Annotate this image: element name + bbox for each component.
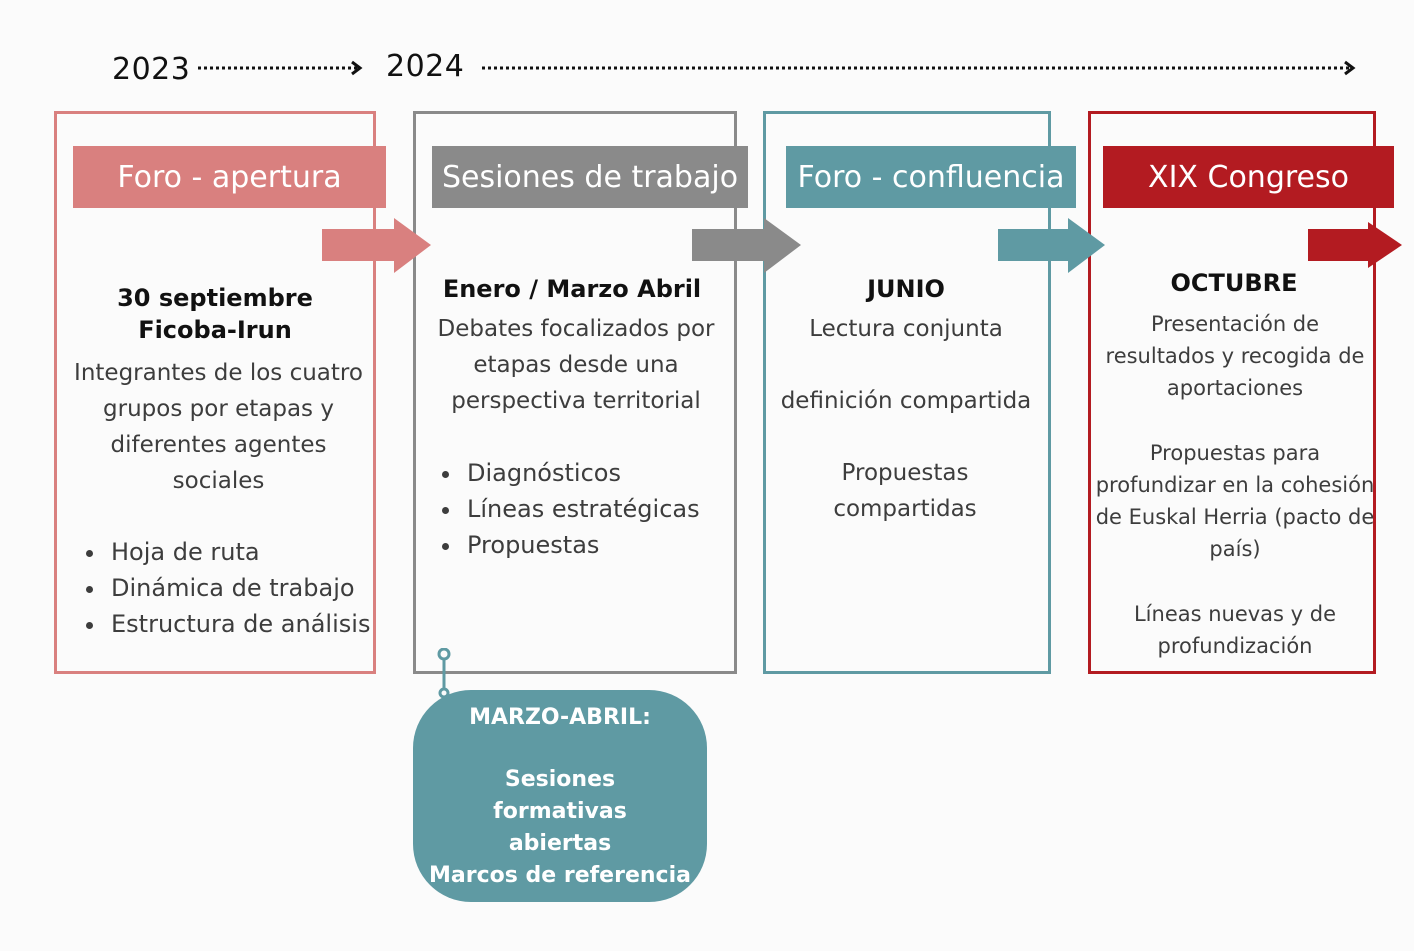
- stage-1-bullets: Hoja de ruta Dinámica de trabajo Estruct…: [77, 534, 407, 642]
- note-line-1: Sesiones formativas abiertas: [493, 767, 627, 856]
- stage-4-line-2: Propuestas para profundizar en la cohesi…: [1095, 441, 1375, 561]
- stage-4-line-1: Presentación de resultados y recogida de…: [1105, 312, 1365, 400]
- list-item: Propuestas: [463, 527, 763, 563]
- stage-box-congreso: [1088, 111, 1376, 674]
- arrow-right-red: [1308, 222, 1402, 268]
- note-title: MARZO-ABRIL:: [469, 705, 651, 730]
- note-connector: [437, 648, 451, 698]
- timeline-year-2024: 2024: [386, 49, 465, 84]
- timeline-year-2023: 2023: [112, 52, 191, 87]
- list-item: Estructura de análisis: [107, 606, 407, 642]
- note-line-2: Marcos de referencia: [429, 863, 691, 888]
- stage-1-date-line-2: Ficoba-Irun: [138, 316, 292, 344]
- stage-3-date: JUNIO: [867, 275, 945, 303]
- stage-2-date: Enero / Marzo Abril: [442, 275, 702, 303]
- list-item: Hoja de ruta: [107, 534, 407, 570]
- timeline-arrows: [198, 60, 1356, 76]
- list-item: Diagnósticos: [463, 455, 763, 491]
- stage-header-congreso: XIX Congreso: [1103, 146, 1394, 208]
- stage-1-description: Integrantes de los cuatro grupos por eta…: [74, 360, 363, 494]
- arrow-right-teal: [998, 218, 1105, 273]
- list-item: Líneas estratégicas: [463, 491, 763, 527]
- stage-3-line-3: Propuestas compartidas: [833, 460, 977, 522]
- stage-1-date: 30 septiembre Ficoba-Irun: [60, 282, 370, 346]
- stage-header-sesiones: Sesiones de trabajo: [432, 146, 748, 208]
- stage-arrows: [322, 218, 1402, 273]
- arrow-right-pink: [322, 218, 431, 273]
- stage-header-foro-apertura: Foro - apertura: [73, 146, 386, 208]
- stage-box-foro-confluencia: [763, 111, 1051, 674]
- timeline-arrow-2023-2024: [198, 60, 363, 76]
- list-item: Dinámica de trabajo: [107, 570, 407, 606]
- timeline-arrow-2024-on: [482, 60, 1356, 76]
- stage-2-description: Debates focalizados por etapas desde una…: [437, 316, 715, 414]
- stage-4-date: OCTUBRE: [1170, 269, 1298, 297]
- stage-3-line-1: Lectura conjunta: [809, 316, 1003, 342]
- stage-box-sesiones: [413, 111, 737, 674]
- stage-3-line-2: definición compartida: [780, 388, 1032, 414]
- stage-4-line-3: Líneas nuevas y de profundización: [1133, 602, 1337, 658]
- stage-box-foro-apertura: [54, 111, 376, 674]
- stage-2-bullets: Diagnósticos Líneas estratégicas Propues…: [433, 455, 763, 563]
- marzo-abril-note: MARZO-ABRIL: Sesiones formativas abierta…: [413, 690, 707, 902]
- stage-1-date-line-1: 30 septiembre: [117, 284, 313, 312]
- stage-header-foro-confluencia: Foro - confluencia: [786, 146, 1076, 208]
- arrow-right-gray: [692, 218, 801, 273]
